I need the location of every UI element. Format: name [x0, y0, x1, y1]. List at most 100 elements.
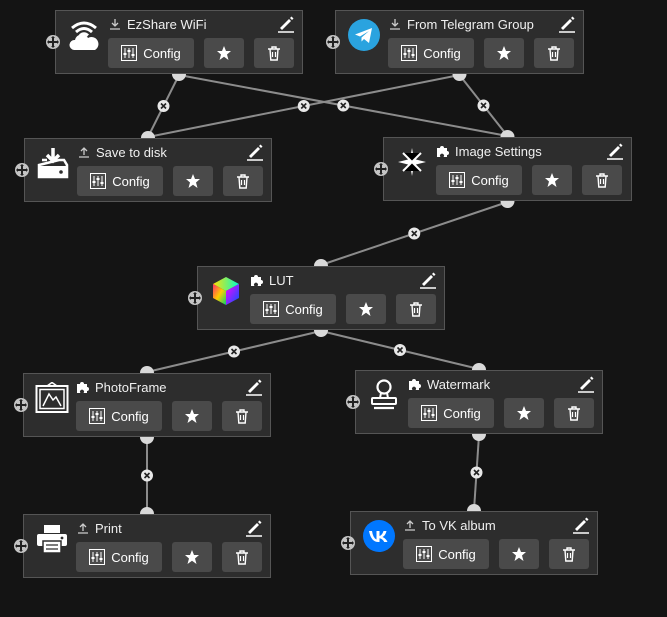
- output-port[interactable]: [140, 437, 154, 444]
- drag-handle-icon[interactable]: [374, 162, 388, 176]
- remove-connection-icon[interactable]: [337, 99, 350, 112]
- remove-connection-icon[interactable]: [157, 100, 170, 112]
- node-title-text: Image Settings: [455, 143, 542, 159]
- delete-button[interactable]: [222, 542, 262, 572]
- config-button[interactable]: Config: [408, 398, 494, 428]
- config-label: Config: [443, 405, 481, 421]
- node-title: From Telegram Group: [388, 15, 534, 33]
- node-telegram-group[interactable]: From Telegram Group Config: [326, 10, 584, 74]
- node-title: PhotoFrame: [76, 378, 167, 396]
- sliders-icon: [90, 173, 107, 189]
- trash-icon: [563, 547, 575, 562]
- edit-icon[interactable]: [276, 14, 296, 34]
- node-title-text: Print: [95, 520, 122, 536]
- delete-button[interactable]: [582, 165, 622, 195]
- config-button[interactable]: Config: [250, 294, 336, 324]
- edit-icon[interactable]: [245, 142, 265, 162]
- drag-handle-icon[interactable]: [46, 35, 60, 49]
- config-button[interactable]: Config: [108, 38, 194, 68]
- edit-icon[interactable]: [244, 377, 264, 397]
- drag-handle-icon[interactable]: [346, 395, 360, 409]
- sliders-icon: [263, 301, 280, 317]
- favorite-button[interactable]: [499, 539, 539, 569]
- remove-connection-icon[interactable]: [394, 344, 406, 356]
- star-icon: [512, 547, 526, 561]
- drag-handle-icon[interactable]: [341, 536, 355, 550]
- remove-connection-icon[interactable]: [228, 345, 240, 358]
- edit-icon[interactable]: [418, 270, 438, 290]
- node-lut[interactable]: LUT Config: [188, 266, 445, 330]
- node-save-to-disk[interactable]: Save to disk Config: [15, 138, 272, 202]
- puzzle-icon: [250, 273, 264, 287]
- edit-icon[interactable]: [557, 14, 577, 34]
- remove-connection-icon[interactable]: [408, 227, 421, 240]
- wifi-cloud-icon: [64, 17, 104, 53]
- node-print[interactable]: Print Config: [14, 514, 271, 578]
- node-title: LUT: [250, 271, 294, 289]
- config-button[interactable]: Config: [403, 539, 489, 569]
- config-button[interactable]: Config: [76, 542, 162, 572]
- edit-icon[interactable]: [576, 374, 596, 394]
- favorite-button[interactable]: [504, 398, 544, 428]
- remove-connection-icon[interactable]: [141, 469, 153, 482]
- output-port[interactable]: [172, 74, 186, 81]
- input-port[interactable]: [314, 259, 328, 266]
- output-port[interactable]: [314, 330, 328, 337]
- output-port[interactable]: [500, 201, 515, 208]
- input-port[interactable]: [141, 131, 155, 138]
- delete-button[interactable]: [222, 401, 262, 431]
- node-vk-album[interactable]: To VK album Config: [341, 511, 598, 575]
- drag-handle-icon[interactable]: [326, 35, 340, 49]
- edit-icon[interactable]: [571, 515, 591, 535]
- config-button[interactable]: Config: [388, 38, 474, 68]
- config-label: Config: [471, 172, 509, 188]
- node-photoframe[interactable]: PhotoFrame Config: [14, 373, 271, 437]
- output-port[interactable]: [452, 74, 467, 82]
- remove-connection-icon[interactable]: [297, 100, 310, 112]
- edit-icon[interactable]: [244, 518, 264, 538]
- favorite-button[interactable]: [484, 38, 524, 68]
- input-port[interactable]: [467, 504, 481, 511]
- node-title: To VK album: [403, 516, 496, 534]
- favorite-button[interactable]: [204, 38, 244, 68]
- delete-button[interactable]: [223, 166, 263, 196]
- star-icon: [359, 302, 373, 316]
- stamp-icon: [364, 377, 404, 413]
- drag-handle-icon[interactable]: [14, 398, 28, 412]
- config-label: Config: [438, 546, 476, 562]
- delete-button[interactable]: [549, 539, 589, 569]
- input-port[interactable]: [472, 363, 486, 370]
- remove-connection-icon[interactable]: [477, 99, 490, 112]
- favorite-button[interactable]: [173, 166, 213, 196]
- config-button[interactable]: Config: [77, 166, 163, 196]
- favorite-button[interactable]: [172, 401, 212, 431]
- favorite-button[interactable]: [532, 165, 572, 195]
- remove-connection-icon[interactable]: [470, 466, 483, 479]
- config-button[interactable]: Config: [436, 165, 522, 195]
- drag-handle-icon[interactable]: [15, 163, 29, 177]
- edit-icon[interactable]: [605, 141, 625, 161]
- favorite-button[interactable]: [346, 294, 386, 324]
- delete-button[interactable]: [254, 38, 294, 68]
- node-title: Watermark: [408, 375, 490, 393]
- delete-button[interactable]: [534, 38, 574, 68]
- input-port[interactable]: [500, 130, 515, 137]
- node-ezshare-wifi[interactable]: EzShare WiFi Config: [46, 10, 303, 74]
- node-title: Save to disk: [77, 143, 167, 161]
- trash-icon: [596, 173, 608, 188]
- node-image-settings[interactable]: Image Settings Config: [374, 137, 632, 201]
- drag-handle-icon[interactable]: [188, 291, 202, 305]
- drag-handle-icon[interactable]: [14, 539, 28, 553]
- delete-button[interactable]: [554, 398, 594, 428]
- input-port[interactable]: [140, 366, 154, 373]
- config-button[interactable]: Config: [76, 401, 162, 431]
- sliders-icon: [89, 408, 106, 424]
- sliders-icon: [89, 549, 106, 565]
- output-port[interactable]: [472, 434, 486, 441]
- delete-button[interactable]: [396, 294, 436, 324]
- input-port[interactable]: [140, 507, 154, 514]
- printer-icon: [32, 521, 72, 557]
- favorite-button[interactable]: [172, 542, 212, 572]
- node-watermark[interactable]: Watermark Config: [346, 370, 603, 434]
